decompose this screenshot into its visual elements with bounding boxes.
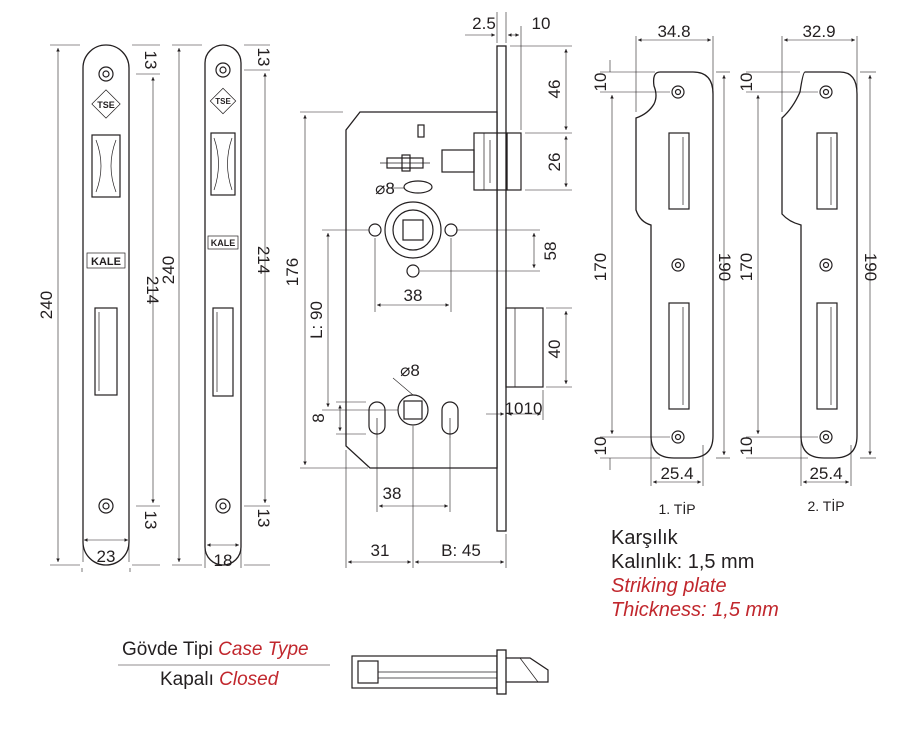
faceplate-a-width: 23 [97, 547, 116, 566]
lock-body [345, 45, 544, 532]
strike-1-width: 34.8 [657, 22, 690, 41]
strike-1-hole-spacing: 170 [591, 253, 610, 281]
tse-logo: TSE [209, 87, 237, 115]
strike-2-bottom-offset: 10 [737, 437, 756, 456]
strike-1-label: 1. TİP [658, 500, 695, 517]
faceplate-b-length: 240 [159, 256, 178, 284]
strike-1-length: 190 [715, 253, 734, 281]
case-value-en: Closed [219, 669, 279, 690]
tse-logo-text: TSE [215, 97, 231, 106]
faceplate-a-hole-spacing: 214 [143, 276, 162, 304]
faceplate-rear: TSE KALE [172, 44, 270, 568]
strike-2-width: 32.9 [802, 22, 835, 41]
faceplate-b-hole-spacing: 214 [254, 246, 273, 274]
strike-plate-type-1 [600, 36, 730, 486]
lock-body-dimensions [300, 12, 572, 568]
case-type-label-tr: Gövde Tipi [122, 639, 213, 660]
keyhole-slot: 8 [309, 413, 328, 422]
follower-spacing: 58 [541, 242, 560, 261]
case-value-row: Kapalı Closed [160, 669, 278, 691]
kale-logo: KALE [207, 235, 239, 250]
center-distance: L: 90 [307, 301, 326, 339]
faceplate-a-bottom-offset: 13 [141, 511, 160, 530]
strike-2-top-offset: 10 [737, 73, 756, 92]
strike-1-top-offset: 10 [591, 73, 610, 92]
kale-logo-text: KALE [91, 256, 121, 268]
strike-1-bottom-offset: 10 [591, 437, 610, 456]
faceplate-a-length: 240 [37, 291, 56, 319]
backset: B: 45 [441, 541, 481, 560]
faceplate-b-width: 18 [214, 551, 233, 570]
case-value-tr: Kapalı [160, 669, 214, 690]
strike-2-length: 190 [861, 253, 880, 281]
strike-plate-type-2 [746, 36, 876, 486]
body-height: 176 [283, 258, 302, 286]
key-hole: ⌀8 [400, 361, 420, 380]
deadbolt-projection-a: 10 [505, 399, 524, 418]
strike-note-thickness-en: Thickness: 1,5 mm [611, 599, 779, 621]
strike-note-title-en: Striking plate [611, 575, 727, 597]
edge-offset: 31 [371, 541, 390, 560]
strike-2-slot-width: 25.4 [809, 464, 842, 483]
faceplate-front: TSE KALE [50, 44, 160, 572]
key-width: 38 [383, 484, 402, 503]
faceplate-a-top-offset: 13 [141, 51, 160, 70]
deadbolt-projection-b: 10 [524, 399, 543, 418]
tse-logo: TSE [91, 89, 121, 119]
deadbolt-height: 40 [545, 340, 564, 359]
latch-projection: 10 [532, 14, 551, 33]
strike-2-hole-spacing: 170 [737, 253, 756, 281]
strike-1-slot-width: 25.4 [660, 464, 693, 483]
faceplate-b-top-offset: 13 [254, 48, 273, 67]
case-type-label-en: Case Type [218, 639, 309, 660]
latch-offset-top: 46 [545, 80, 564, 99]
latch-height: 26 [545, 153, 564, 172]
strike-2-label: 2. TİP [807, 497, 844, 514]
kale-logo-text: KALE [211, 238, 236, 248]
strike-note-title-tr: Karşılık [611, 527, 678, 549]
case-type-row: Gövde Tipi Case Type [122, 639, 309, 661]
closed-case-icon [351, 649, 549, 695]
follower-width: 38 [404, 286, 423, 305]
strike-note-thickness-tr: Kalınlık: 1,5 mm [611, 551, 755, 573]
kale-logo: KALE [86, 252, 126, 269]
faceplate-thickness: 2.5 [472, 14, 496, 33]
faceplate-b-bottom-offset: 13 [254, 509, 273, 528]
follower-hole: ⌀8 [375, 179, 395, 198]
strike-note: Karşılık Kalınlık: 1,5 mm Striking plate… [611, 526, 779, 622]
tse-logo-text: TSE [97, 100, 115, 110]
